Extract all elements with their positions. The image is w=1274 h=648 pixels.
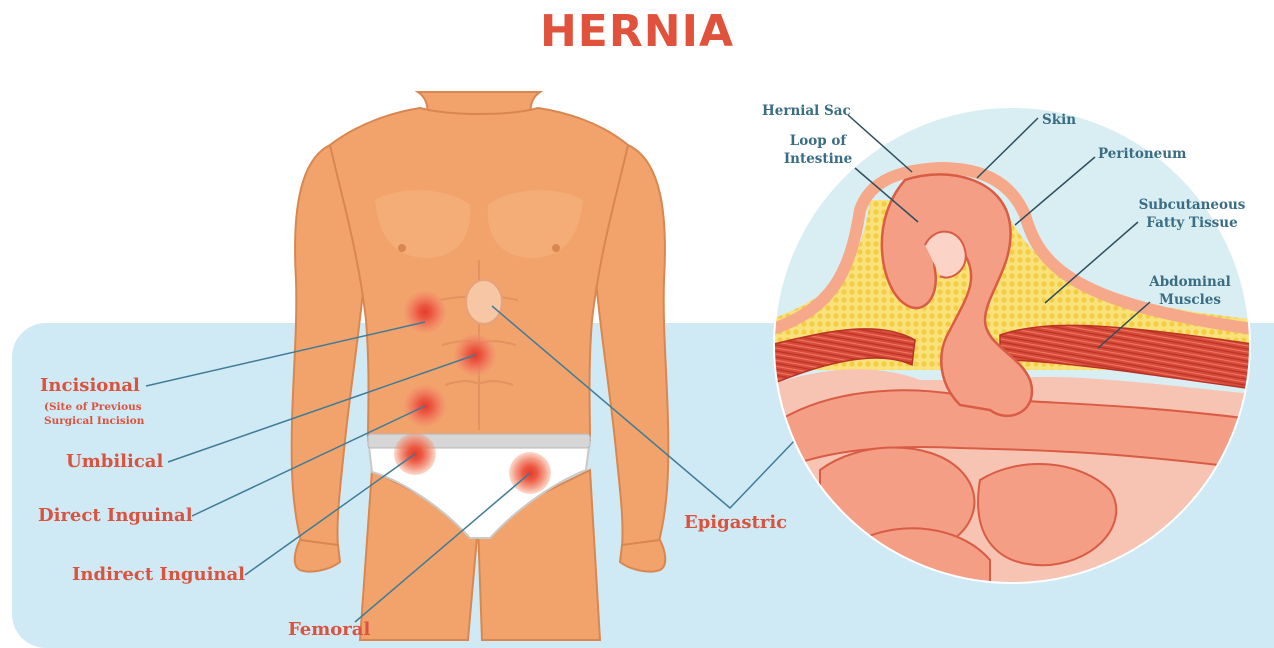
- label-loop-line-2: Intestine: [768, 150, 868, 168]
- label-skin: Skin: [1042, 111, 1076, 129]
- label-loop-of-intestine: Loop of Intestine: [768, 132, 868, 168]
- label-incisional: Incisional: [40, 375, 140, 396]
- label-loop-line-1: Loop of: [768, 132, 868, 150]
- label-abdominal-muscles: Abdominal Muscles: [1140, 273, 1240, 309]
- label-subcutaneous-line-2: Fatty Tissue: [1132, 214, 1252, 232]
- cross-section: [770, 107, 1260, 600]
- label-indirect-inguinal: Indirect Inguinal: [72, 564, 245, 585]
- label-epigastric: Epigastric: [684, 512, 787, 533]
- label-subcutaneous-line-1: Subcutaneous: [1132, 196, 1252, 214]
- label-abdominal-line-2: Muscles: [1140, 291, 1240, 309]
- label-incisional-note-1: (Site of Previous: [44, 401, 142, 414]
- label-umbilical: Umbilical: [66, 451, 163, 472]
- label-subcutaneous-fatty-tissue: Subcutaneous Fatty Tissue: [1132, 196, 1252, 232]
- label-peritoneum: Peritoneum: [1098, 145, 1186, 163]
- label-femoral: Femoral: [288, 619, 370, 640]
- label-direct-inguinal: Direct Inguinal: [38, 505, 193, 526]
- label-incisional-note-2: Surgical Incision: [44, 415, 144, 428]
- label-abdominal-line-1: Abdominal: [1140, 273, 1240, 291]
- page-title: HERNIA: [0, 6, 1274, 57]
- incisional-spot: [404, 291, 446, 333]
- epigastric-bulge: [466, 280, 502, 324]
- label-hernial-sac: Hernial Sac: [762, 102, 851, 120]
